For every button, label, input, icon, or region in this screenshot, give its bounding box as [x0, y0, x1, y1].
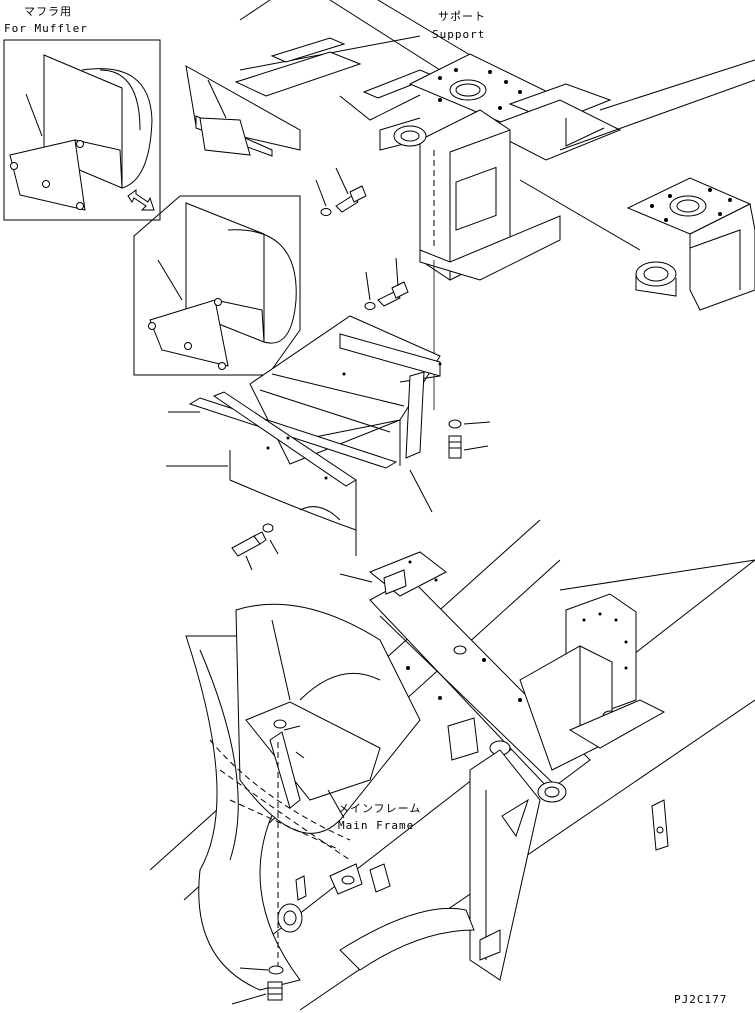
bracket-detail-inset: [133, 195, 301, 376]
central-bracket: [166, 315, 442, 556]
exploded-fasteners-upper: [231, 167, 491, 571]
mainframe-label-en: Main Frame: [338, 819, 415, 832]
support-label-en: Support: [432, 28, 486, 41]
muffler-label-jp: マフラ用: [24, 5, 72, 18]
main-frame: [149, 519, 755, 1011]
drawing-code: PJ2C177: [674, 993, 728, 1006]
mainframe-label-jp: メインフレーム: [338, 802, 422, 815]
muffler-label-en: For Muffler: [4, 22, 88, 35]
swap-arrow-icon: [127, 189, 155, 211]
support-frame: [185, 0, 755, 311]
support-label-jp: サポート: [438, 10, 486, 23]
muffler-inset: [3, 39, 161, 221]
